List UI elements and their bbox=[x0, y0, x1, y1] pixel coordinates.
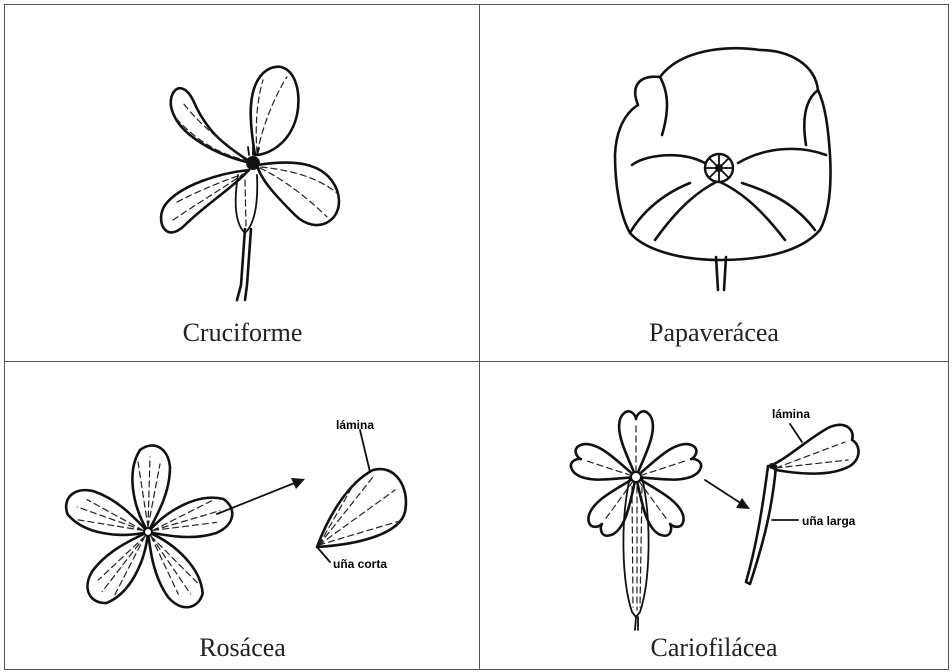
label-lamina-cariofilacea: lámina bbox=[772, 407, 810, 421]
cell-cruciforme: Cruciforme bbox=[4, 4, 481, 363]
caption-cariofilacea: Cariofilácea bbox=[480, 633, 948, 663]
arrow-line bbox=[217, 482, 297, 514]
cell-papaveracea: Papaverácea bbox=[479, 4, 949, 363]
caption-cruciforme: Cruciforme bbox=[5, 318, 480, 348]
papaveraceous-flower-drawing bbox=[480, 5, 949, 363]
label-una-corta: uña corta bbox=[333, 557, 387, 571]
cruciform-flower-drawing bbox=[5, 5, 481, 363]
detached-petal bbox=[317, 469, 406, 547]
label-lamina-rosacea: lámina bbox=[336, 418, 374, 432]
rosaceous-flower-drawing bbox=[5, 362, 481, 670]
caryophyllaceous-flower-drawing bbox=[480, 362, 949, 670]
cell-cariofilacea: lámina uña larga Cariofilácea bbox=[479, 361, 949, 670]
caption-rosacea: Rosácea bbox=[5, 633, 480, 663]
cell-rosacea: lámina uña corta Rosácea bbox=[4, 361, 481, 670]
label-una-larga: uña larga bbox=[802, 514, 855, 528]
flower-types-grid: Cruciforme Papaverácea bbox=[4, 4, 949, 670]
caption-papaveracea: Papaverácea bbox=[480, 318, 948, 348]
